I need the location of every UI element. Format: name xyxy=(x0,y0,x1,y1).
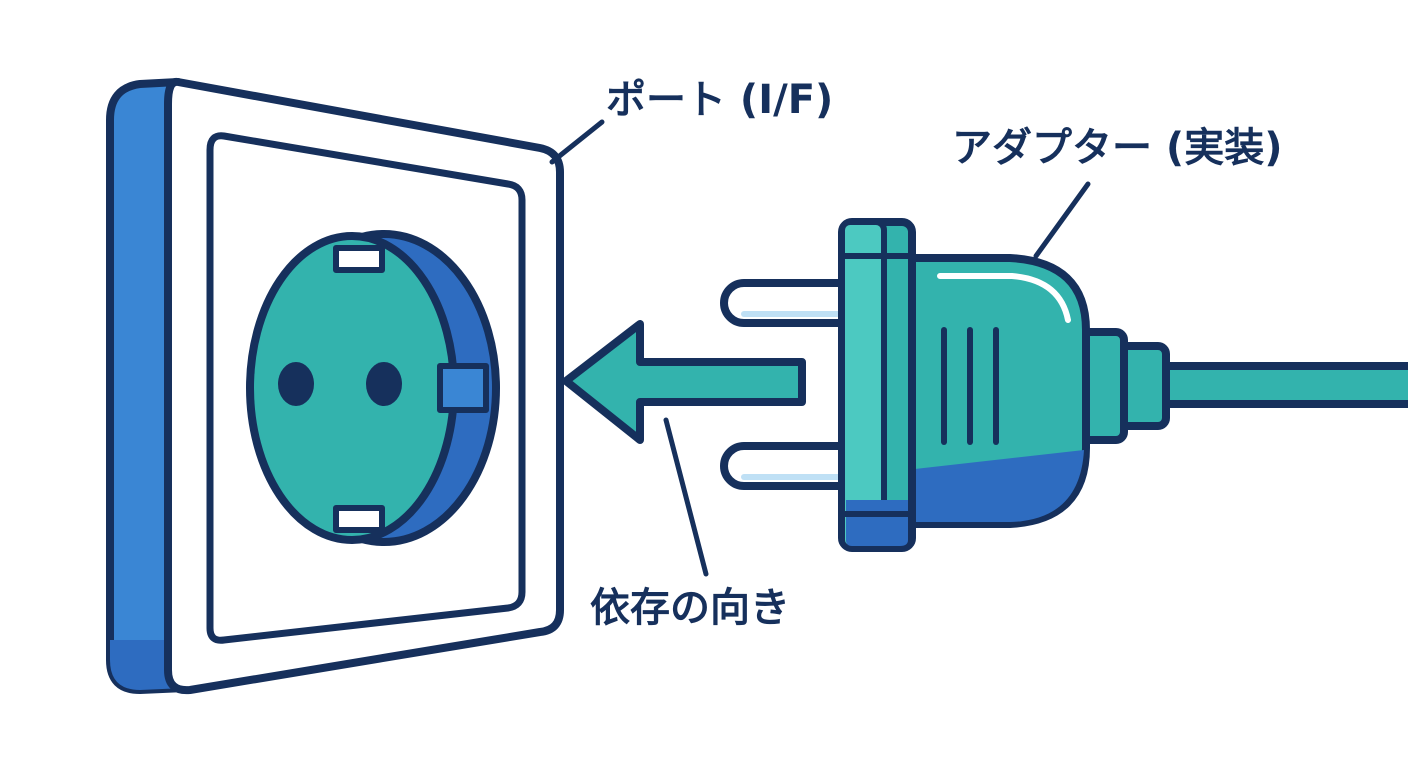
plug-body-highlight xyxy=(937,273,1071,323)
power-plug-icon xyxy=(720,218,1408,552)
plug-flange-shade xyxy=(846,500,908,546)
port-label: ポート (I/F) xyxy=(606,77,834,123)
adapter-label: アダプター (実装) xyxy=(952,125,1283,171)
arrow-left-icon xyxy=(562,320,806,444)
socket-hole-right xyxy=(366,362,402,406)
socket-hole-left xyxy=(278,362,314,406)
plug-cable xyxy=(1156,362,1408,408)
plug-flange-face xyxy=(839,219,887,551)
dependency-direction-label: 依存の向き xyxy=(590,585,790,631)
earth-clip-bottom xyxy=(333,505,385,533)
wall-socket-icon xyxy=(106,77,564,695)
plug-body-shade xyxy=(906,450,1084,522)
leader-dependency xyxy=(663,417,709,577)
socket-side-tab xyxy=(437,363,489,413)
leader-port xyxy=(549,119,605,165)
leader-adapter xyxy=(1033,181,1091,259)
earth-clip-top xyxy=(333,245,385,273)
